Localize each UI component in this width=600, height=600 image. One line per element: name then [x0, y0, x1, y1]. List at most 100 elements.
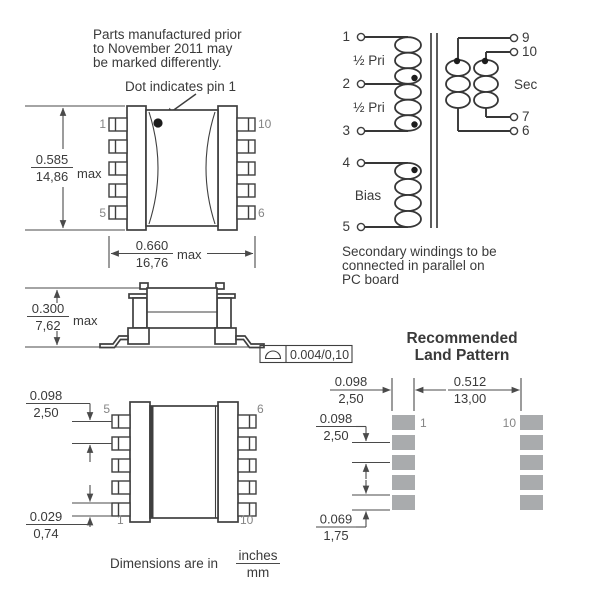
- gullwing-lead-left: [99, 335, 129, 349]
- marking-note-line1: Parts manufactured prior: [93, 27, 242, 42]
- pad: [392, 455, 415, 470]
- right-bobbin-arc: [205, 111, 216, 225]
- sch-pin-9: 9: [522, 30, 530, 45]
- height-dimension: 0.585 14,86 max: [31, 152, 102, 184]
- lp-pad-height-inches: 0.069: [320, 512, 353, 527]
- top-tab-right: [215, 282, 225, 290]
- lp-pitch-inches: 0.098: [320, 411, 353, 426]
- coplanarity-value: 0.004/0,10: [290, 348, 349, 362]
- sch-pin-10: 10: [522, 44, 537, 59]
- bv-body: [149, 405, 219, 519]
- bv-pin-10: 10: [240, 513, 254, 527]
- pad: [392, 435, 415, 450]
- secondary-note-line3: PC board: [342, 272, 399, 287]
- bv-lead-inches: 0.029: [30, 509, 63, 524]
- package-top-view: 1 10 5 6 0.585 14,86 max 0.660 16,76 max: [25, 105, 272, 270]
- left-flange: [126, 105, 147, 231]
- pad: [392, 495, 415, 510]
- lead-block-right: [214, 327, 237, 345]
- post-left: [132, 297, 148, 329]
- lp-pin-1: 1: [420, 416, 427, 430]
- marking-note-line2: to November 2011 may: [93, 41, 233, 56]
- label-bias: Bias: [355, 188, 382, 203]
- pin1-indicator-dot: [153, 118, 163, 128]
- transformer-schematic: 1 2 3 4 5 9 10 7 6 ½ Pri ½ Pri Bias Sec: [342, 29, 537, 234]
- post-right: [216, 297, 232, 329]
- right-flange: [217, 105, 238, 231]
- sch-pin-6: 6: [522, 123, 530, 138]
- polarity-dot-sec2: [481, 57, 489, 65]
- width-dimension: 0.660 16,76 max: [131, 238, 202, 270]
- units-inches: inches: [238, 548, 277, 563]
- package-side-view: 0.300 7,62 max 0.004/0,10: [25, 282, 353, 364]
- side-height-inches: 0.300: [32, 301, 65, 316]
- lp-span-mm: 13,00: [454, 391, 487, 406]
- label-half-pri-lower: ½ Pri: [353, 100, 385, 115]
- bv-pin-1: 1: [117, 513, 124, 527]
- lp-pitch-mm: 2,50: [323, 428, 348, 443]
- units-note: Dimensions are in inches mm: [110, 548, 280, 580]
- pad: [520, 455, 543, 470]
- tv-pin-5: 5: [99, 206, 106, 220]
- tv-pin-10: 10: [258, 117, 272, 131]
- pad: [520, 435, 543, 450]
- land-pads: [392, 415, 543, 510]
- side-height-mm: 7,62: [35, 318, 60, 333]
- label-half-pri-upper: ½ Pri: [353, 53, 385, 68]
- marking-note-line3: be marked differently.: [93, 55, 222, 70]
- pad: [520, 415, 543, 430]
- gullwing-lead-right: [235, 335, 265, 349]
- lp-pad-height-mm: 1,75: [323, 528, 348, 543]
- lead-block-left: [127, 327, 150, 345]
- land-pattern-title-line1: Recommended: [406, 330, 517, 347]
- polarity-dot-pri2: [411, 121, 418, 128]
- dot-note-label: Dot indicates pin 1: [125, 79, 236, 94]
- sch-pin-5: 5: [342, 219, 350, 234]
- polarity-dot-bias: [411, 166, 418, 174]
- bv-lead-mm: 0,74: [33, 526, 58, 541]
- lp-span-inches: 0.512: [454, 374, 487, 389]
- lp-pad-width-mm: 2,50: [338, 391, 363, 406]
- coplanarity-callout: 0.004/0,10: [259, 344, 353, 364]
- units-prefix: Dimensions are in: [110, 556, 218, 571]
- bv-pitch-inches: 0.098: [30, 388, 63, 403]
- tv-pin-1: 1: [99, 117, 106, 131]
- sch-pin-3: 3: [342, 123, 350, 138]
- lp-span-dimension: 0.512 13,00: [448, 374, 492, 406]
- sch-pin-4: 4: [342, 155, 350, 170]
- units-mm: mm: [247, 565, 270, 580]
- pad: [392, 475, 415, 490]
- coplanarity-icon: [264, 350, 282, 360]
- left-bobbin-arc: [148, 111, 159, 225]
- bv-left-flange: [129, 401, 151, 523]
- bv-pitch-dimension: 0.098 2,50: [26, 388, 66, 420]
- tv-pin-6: 6: [258, 206, 265, 220]
- pad: [520, 475, 543, 490]
- bv-lead-dimension: 0.029 0,74: [26, 509, 66, 541]
- lp-pin-10: 10: [503, 416, 517, 430]
- side-body: [146, 287, 218, 329]
- bv-right-flange: [217, 401, 239, 523]
- lp-pad-height-dimension: 0.069 1,75: [316, 512, 356, 543]
- width-inches: 0.660: [136, 238, 169, 253]
- height-max: max: [77, 166, 102, 181]
- secondary-note-line2: connected in parallel on: [342, 258, 485, 273]
- secondary-note: Secondary windings to be connected in pa…: [342, 244, 497, 287]
- bv-pin-5: 5: [103, 402, 110, 416]
- bv-pitch-mm: 2,50: [33, 405, 58, 420]
- sch-pin-1: 1: [342, 29, 350, 44]
- label-sec: Sec: [514, 77, 538, 92]
- sch-pin-7: 7: [522, 109, 530, 124]
- pad: [520, 495, 543, 510]
- width-max: max: [177, 247, 202, 262]
- top-tab-left: [139, 282, 149, 290]
- package-bottom-view: 5 6 1 10 0.098 2,50 0.029 0,74: [26, 388, 264, 541]
- marking-note: Parts manufactured prior to November 201…: [93, 27, 242, 70]
- pad: [392, 415, 415, 430]
- land-pattern-title-line2: Land Pattern: [415, 347, 510, 364]
- sch-pin-2: 2: [342, 76, 350, 91]
- lp-pad-width-dimension: 0.098 2,50: [330, 374, 372, 406]
- polarity-dot-pri1: [411, 74, 418, 82]
